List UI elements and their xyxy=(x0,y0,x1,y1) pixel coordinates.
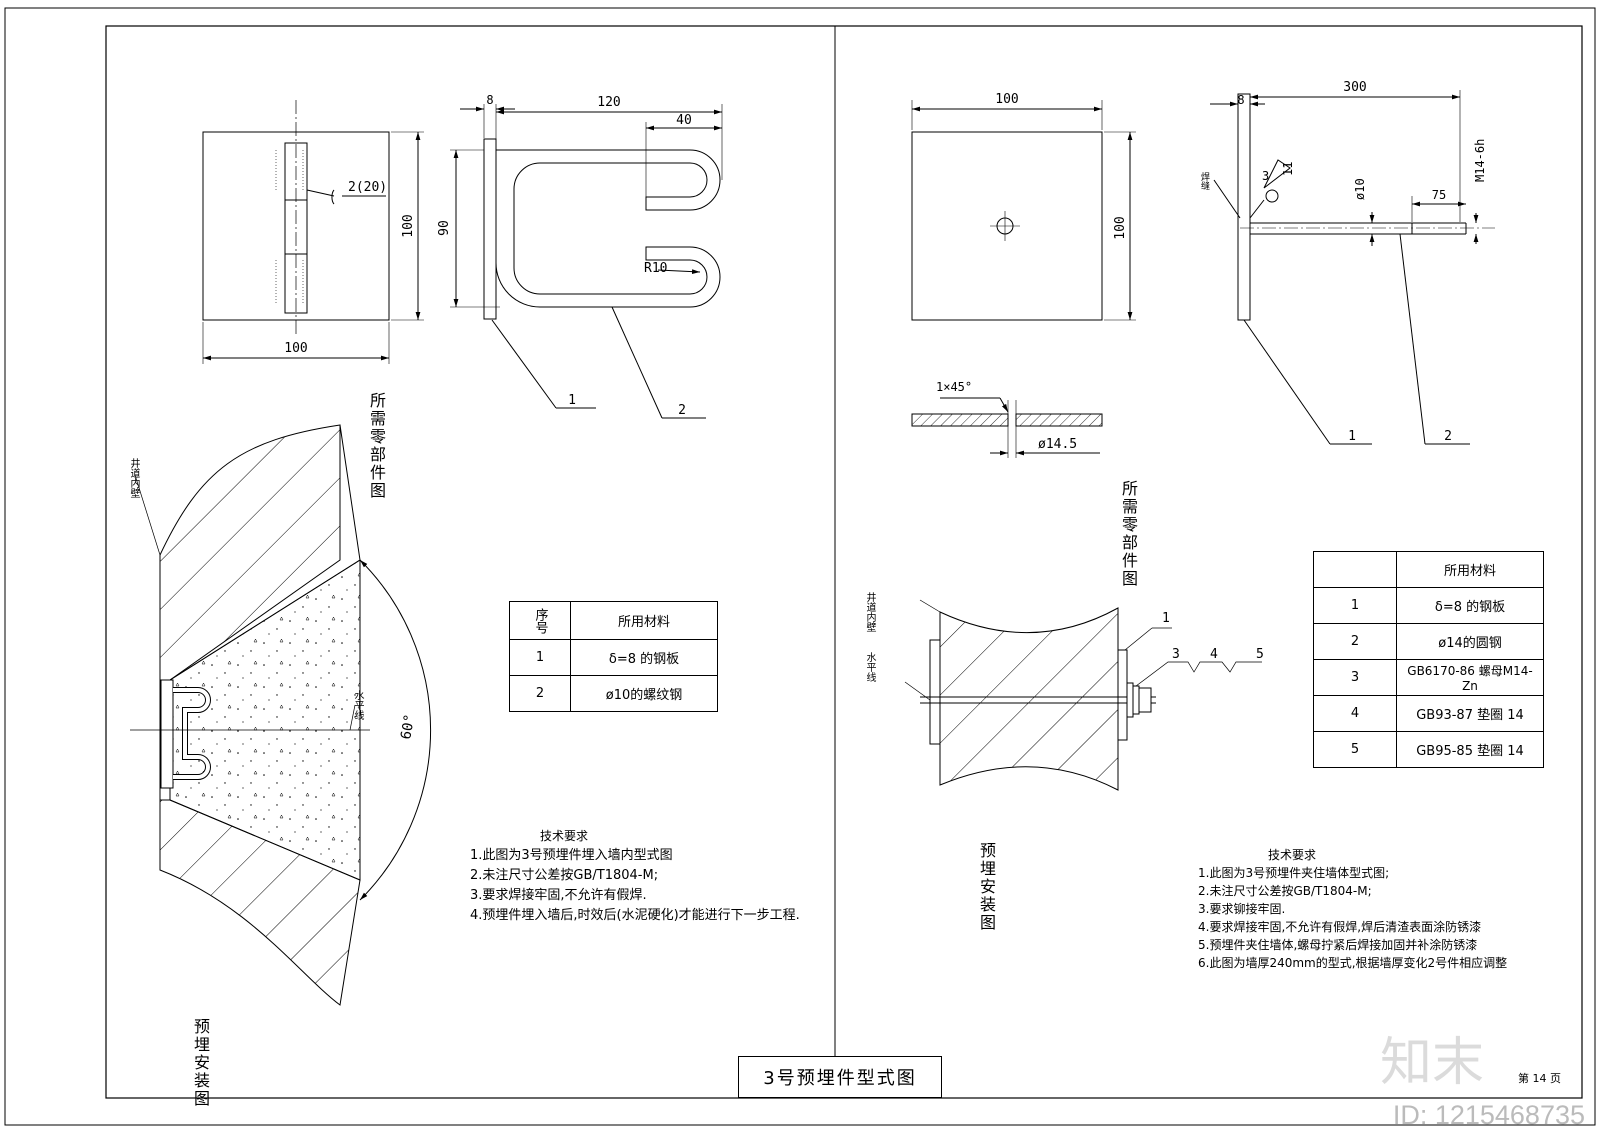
left-dim-angle: 60° xyxy=(398,713,418,741)
left-wall-label: 井道内壁 xyxy=(128,458,139,498)
right-level-label: 水平线 xyxy=(864,652,875,682)
table-cell: 3 xyxy=(1313,659,1397,696)
left-dim-height: 90 xyxy=(437,220,452,236)
right-callout-1: 1 xyxy=(1348,429,1356,444)
table-cell: GB93-87 垫圈 14 xyxy=(1396,695,1544,732)
right-install-callout-5: 5 xyxy=(1256,647,1264,662)
left-weld-label: 2(20) xyxy=(348,180,387,195)
right-note-item: 2.未注尺寸公差按GB/T1804-M; xyxy=(1198,884,1372,898)
right-install-title: 预埋安装图 xyxy=(977,842,996,932)
sheet-title: 3号预埋件型式图 xyxy=(763,1068,917,1089)
left-callout-1: 1 xyxy=(568,393,576,408)
right-install-callout-4: 4 xyxy=(1210,647,1218,662)
left-table-header-no: 序号 xyxy=(509,601,571,640)
right-wall-label: 井道内壁 xyxy=(864,592,875,632)
right-tech-notes: 技术要求 1.此图为3号预埋件夹住墙体型式图; 2.未注尺寸公差按GB/T180… xyxy=(1198,846,1538,972)
table-cell: GB95-85 垫圈 14 xyxy=(1396,731,1544,768)
table-cell: 5 xyxy=(1313,731,1397,768)
table-cell: ø10的螺纹钢 xyxy=(570,675,718,712)
left-table-header-material: 所用材料 xyxy=(570,601,718,640)
left-note-item: 1.此图为3号预埋件埋入墙内型式图 xyxy=(470,848,673,863)
right-note-item: 3.要求铆接牢固. xyxy=(1198,902,1286,916)
right-note-item: 4.要求焊接牢固,不允许有假焊,焊后清渣表面涂防锈漆 xyxy=(1198,920,1482,934)
right-weld-size: 3 xyxy=(1262,169,1269,183)
right-material-table: 所用材料 1 δ=8 的钢板 2 ø14的圆钢 3 GB6170-86 螺母M1… xyxy=(1313,551,1544,768)
left-dim-plate-h: 100 xyxy=(401,214,416,237)
right-weld-mark: 焊缝 xyxy=(1199,172,1209,190)
left-install-title: 预埋安装图 xyxy=(191,1018,210,1108)
right-table-header-material: 所用材料 xyxy=(1396,551,1544,588)
table-cell: 1 xyxy=(509,639,571,676)
right-parts-title: 所需零部件图 xyxy=(1119,480,1138,588)
left-notes-title: 技术要求 xyxy=(540,829,589,843)
right-washer-section xyxy=(911,397,1103,458)
right-bolt-side-view xyxy=(1210,90,1495,445)
left-hook-side-view xyxy=(450,104,723,419)
right-weld-length: 11 xyxy=(1281,162,1295,176)
right-install-callout-1: 1 xyxy=(1162,611,1170,626)
table-cell: δ=8 的钢板 xyxy=(1396,587,1544,624)
left-callout-2: 2 xyxy=(678,403,686,418)
right-dim-thread: M14-6h xyxy=(1473,139,1487,182)
table-cell: 2 xyxy=(509,675,571,712)
right-dim-length: 300 xyxy=(1343,80,1366,95)
right-install-callout-3: 3 xyxy=(1172,647,1180,662)
left-level-label: 水平线 xyxy=(352,690,363,720)
outer-border xyxy=(4,7,1596,1126)
sheet-title-box: 3号预埋件型式图 xyxy=(738,1056,942,1098)
right-plate-front-view xyxy=(911,100,1136,321)
right-install-view xyxy=(904,599,1262,791)
left-dim-plate-w: 100 xyxy=(284,341,307,356)
left-plate-front-view xyxy=(202,100,424,364)
inner-border xyxy=(105,25,1583,1099)
right-dim-plate-h: 100 xyxy=(1113,216,1128,239)
right-notes-title: 技术要求 xyxy=(1268,848,1317,862)
right-callout-2: 2 xyxy=(1444,429,1452,444)
left-dim-hook: 40 xyxy=(676,113,692,128)
table-cell: δ=8 的钢板 xyxy=(570,639,718,676)
right-note-item: 5.预埋件夹住墙体,螺母拧紧后焊接加固并补涂防锈漆 xyxy=(1198,938,1478,952)
left-dim-overall: 120 xyxy=(597,95,620,110)
left-note-item: 3.要求焊接牢固,不允许有假焊. xyxy=(470,888,647,903)
left-note-item: 4.预埋件埋入墙后,时效后(水泥硬化)才能进行下一步工程. xyxy=(470,908,800,923)
left-tech-notes: 技术要求 1.此图为3号预埋件埋入墙内型式图 2.未注尺寸公差按GB/T1804… xyxy=(470,826,800,926)
right-dim-hole: ø14.5 xyxy=(1038,437,1077,452)
watermark-logo: 知末 xyxy=(1380,1034,1484,1092)
right-dim-thread-len: 75 xyxy=(1432,188,1446,202)
left-dim-radius: R10 xyxy=(644,261,667,276)
left-material-table: 序号 所用材料 1 δ=8 的钢板 2 ø10的螺纹钢 xyxy=(509,601,718,712)
page-label: 第 14 页 xyxy=(1518,1072,1561,1085)
left-note-item: 2.未注尺寸公差按GB/T1804-M; xyxy=(470,868,659,883)
left-install-view xyxy=(130,424,432,1006)
table-cell: GB6170-86 螺母M14-Zn xyxy=(1396,659,1544,696)
svg-text:知末: 知末 xyxy=(1380,1034,1484,1092)
right-dim-thick: 8 xyxy=(1237,93,1244,107)
right-note-item: 1.此图为3号预埋件夹住墙体型式图; xyxy=(1198,866,1390,880)
right-dim-plate-w: 100 xyxy=(995,92,1018,107)
table-cell xyxy=(1313,551,1397,588)
right-dim-rod: ø10 xyxy=(1353,178,1367,200)
table-cell: ø14的圆钢 xyxy=(1396,623,1544,660)
left-parts-title: 所需零部件图 xyxy=(367,392,386,500)
watermark-id: ID: 1215468735 xyxy=(1393,1100,1585,1130)
right-note-item: 6.此图为墙厚240mm的型式,根据墙厚变化2号件相应调整 xyxy=(1198,956,1508,970)
table-cell: 1 xyxy=(1313,587,1397,624)
left-dim-thick: 8 xyxy=(486,93,493,107)
table-cell: 2 xyxy=(1313,623,1397,660)
table-cell: 4 xyxy=(1313,695,1397,732)
right-dim-chamfer: 1×45° xyxy=(936,380,972,394)
